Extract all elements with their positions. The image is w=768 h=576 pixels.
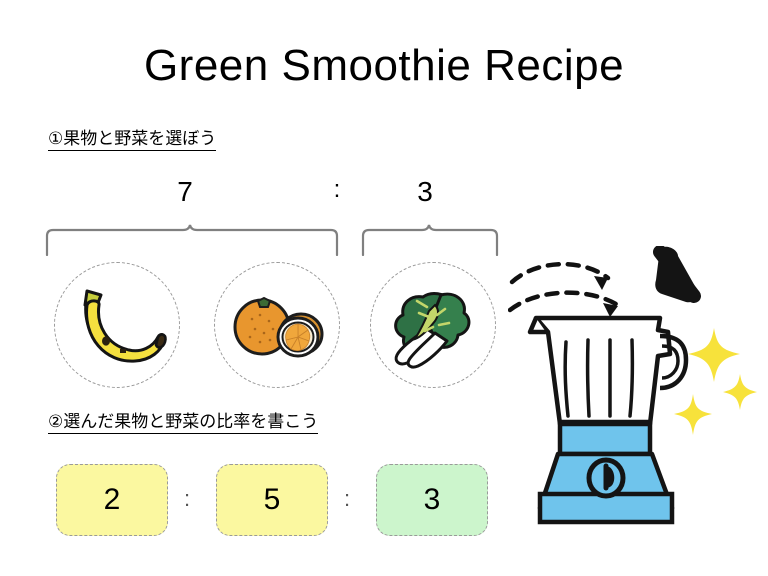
answer-value-vegetable: 3 <box>423 483 441 516</box>
bok-choy-icon <box>394 292 471 369</box>
answer-separator-1: : <box>183 486 191 511</box>
ingredient-circle-vegetable[interactable] <box>370 262 496 388</box>
target-ratio-fruit-value: 7 <box>177 176 193 207</box>
blender-lid <box>653 246 701 303</box>
answer-box-vegetable[interactable]: 3 <box>376 464 488 536</box>
blender-illustration <box>508 246 768 536</box>
blender-jar <box>527 315 689 427</box>
section-heading-step-2: ②選んだ果物と野菜の比率を書こう <box>48 411 319 435</box>
fruit-group-brace <box>44 222 340 261</box>
orange-icon <box>233 296 324 358</box>
answer-box-banana[interactable]: 2 <box>56 464 168 536</box>
answer-value-banana: 2 <box>103 483 121 516</box>
answer-value-orange: 5 <box>263 483 281 516</box>
sparkle-icons <box>674 328 757 435</box>
vegetable-group-brace <box>360 222 500 261</box>
section-heading-step-1: ①果物と野菜を選ぼう <box>48 128 217 152</box>
answer-separator-2: : <box>343 486 351 511</box>
page-title: Green Smoothie Recipe <box>143 41 625 90</box>
answer-box-orange[interactable]: 5 <box>216 464 328 536</box>
ingredient-circle-orange[interactable] <box>214 262 340 388</box>
ingredient-circle-banana[interactable] <box>54 262 180 388</box>
target-ratio-separator: : <box>333 176 341 203</box>
banana-icon <box>83 289 167 363</box>
blender-dial-icon <box>586 457 626 499</box>
target-ratio-vegetable-value: 3 <box>417 176 433 207</box>
blender-base <box>537 421 675 525</box>
